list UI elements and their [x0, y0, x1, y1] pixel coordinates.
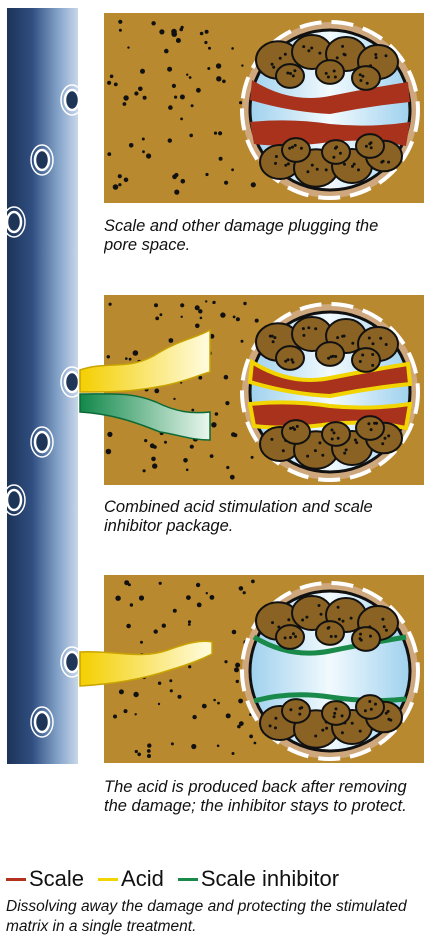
perforation-hole: [31, 145, 53, 175]
legend-label-acid: Acid: [121, 866, 164, 892]
legend-item-scale: Scale: [6, 866, 84, 892]
perforation-hole: [3, 485, 25, 515]
perforation-hole: [3, 207, 25, 237]
formation-panel-2: [104, 295, 424, 485]
legend-swatch-inhibitor: [178, 878, 198, 881]
legend: Scale Acid Scale inhibitor: [6, 866, 353, 892]
perforation-hole: [31, 427, 53, 457]
perforation-hole: [31, 707, 53, 737]
pore-closeup: [242, 22, 418, 198]
caption-panel-3: The acid is produced back after removing…: [104, 778, 409, 816]
pore-closeup: [242, 304, 418, 480]
legend-swatch-acid: [98, 878, 118, 881]
perforation-hole: [61, 85, 83, 115]
caption-panel-1: Scale and other damage plugging the pore…: [104, 217, 404, 255]
pore-closeup: [242, 583, 418, 759]
legend-item-inhibitor: Scale inhibitor: [178, 866, 339, 892]
figure-footnote: Dissolving away the damage and protectin…: [6, 897, 426, 937]
legend-label-inhibitor: Scale inhibitor: [201, 866, 339, 892]
legend-label-scale: Scale: [29, 866, 84, 892]
caption-panel-2: Combined acid stimulation and scale inhi…: [104, 498, 424, 536]
legend-swatch-scale: [6, 878, 26, 881]
legend-item-acid: Acid: [98, 866, 164, 892]
formation-panel-1: [104, 13, 424, 203]
